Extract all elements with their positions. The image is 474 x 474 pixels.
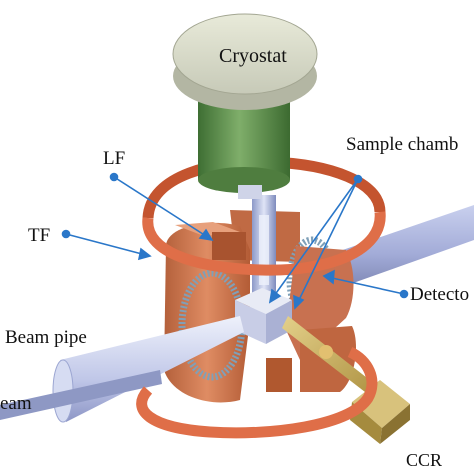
cryostat-label: Cryostat bbox=[219, 45, 287, 67]
tf-arrow-line bbox=[65, 233, 143, 255]
lf-arrow-line bbox=[113, 176, 207, 237]
beam-label: eam bbox=[0, 393, 32, 414]
bottom-coil bbox=[136, 346, 378, 439]
sample-chamber-arrow-head-1 bbox=[268, 288, 282, 304]
sample-holder-front bbox=[235, 300, 266, 344]
sample-holder-side bbox=[266, 300, 292, 344]
ccr-arm bbox=[282, 316, 385, 402]
beam-left bbox=[0, 370, 162, 420]
sample-chamber-arrow-line-1 bbox=[273, 178, 359, 297]
lf-label: LF bbox=[103, 148, 125, 169]
sample-chamber-arrow-head-2 bbox=[293, 294, 305, 310]
cryostat-body-bottom bbox=[198, 167, 290, 193]
cryostat-neck bbox=[238, 185, 262, 199]
magnet-cut-block-bottom bbox=[266, 358, 292, 392]
cryostat-stem-inner bbox=[259, 215, 269, 285]
sample-chamber-arrow-line-2 bbox=[297, 178, 359, 303]
ccr-fitting bbox=[319, 345, 333, 359]
ccr-head-side bbox=[380, 404, 410, 444]
magnet-cut-block-top bbox=[212, 232, 246, 260]
detector-arrow-head bbox=[322, 269, 335, 285]
label-arrows bbox=[61, 172, 409, 310]
detector-label: Detecto bbox=[410, 284, 469, 305]
tf-label: TF bbox=[28, 225, 50, 246]
ccr-label: CCR bbox=[406, 450, 442, 470]
lf-arrow-head bbox=[198, 228, 214, 242]
top-coil-front bbox=[142, 211, 386, 276]
sample-chamber-label: Sample chamb bbox=[346, 134, 458, 155]
beam-pipe-label: Beam pipe bbox=[5, 327, 87, 348]
cryostat-top bbox=[172, 13, 318, 95]
detector-arrow-line bbox=[331, 277, 405, 295]
tf-arrow-head bbox=[137, 247, 152, 261]
